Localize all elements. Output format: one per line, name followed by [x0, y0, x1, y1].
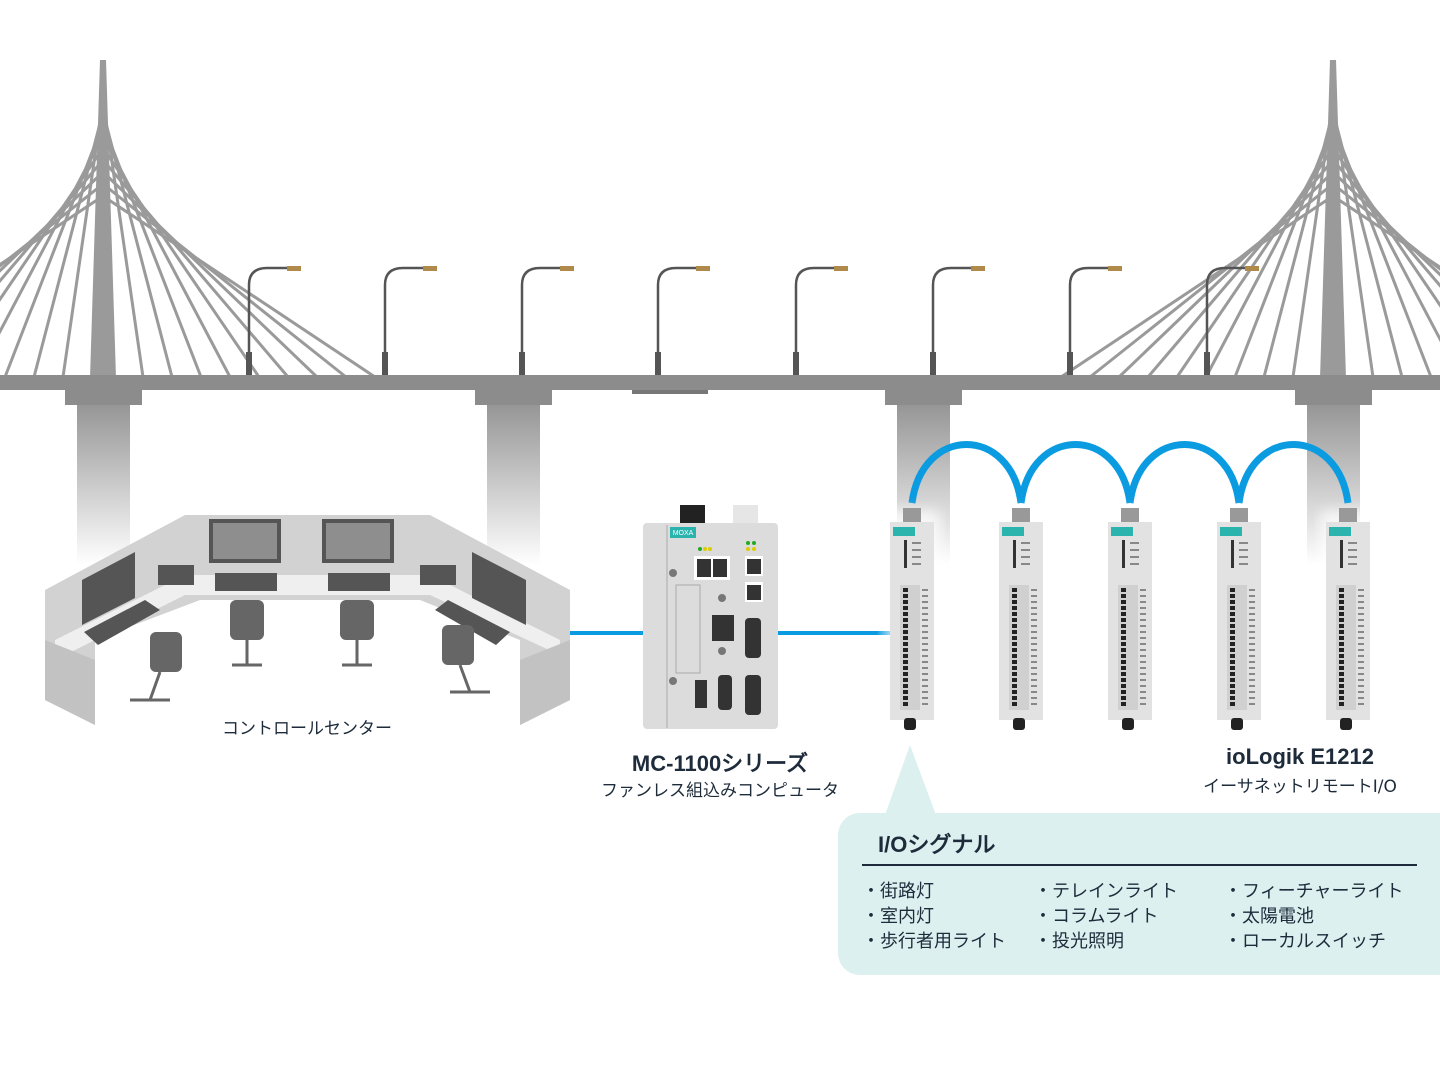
lamp-base — [382, 352, 388, 375]
cable — [1331, 170, 1440, 277]
cable — [1332, 182, 1440, 271]
signal-item: 街路灯 — [862, 879, 1006, 904]
cable — [101, 135, 232, 378]
lamp-head — [971, 266, 985, 271]
lamp-head — [696, 266, 710, 271]
io-signal-callout: I/Oシグナル 街路灯 室内灯 歩行者用ライト テレインライト コラムライト 投… — [838, 813, 1440, 975]
pier-cap — [65, 390, 142, 405]
cable — [1117, 170, 1335, 379]
bridge-deck — [0, 375, 1440, 390]
cable — [102, 182, 347, 379]
wireless-link-arc — [1126, 441, 1243, 504]
signal-column-2: テレインライト コラムライト 投光照明 — [1034, 879, 1178, 954]
signal-item: 歩行者用ライト — [862, 929, 1006, 954]
lamp-base — [655, 352, 661, 375]
bridge-towers — [90, 60, 1346, 378]
signal-item: コラムライト — [1034, 904, 1178, 929]
lamp-base — [930, 352, 936, 375]
computer-name-label: MC-1100シリーズ — [631, 751, 809, 776]
io-name-label: ioLogik E1212 — [1226, 744, 1374, 769]
pier-column — [487, 390, 540, 565]
iologik-module — [993, 508, 1049, 730]
lamp-post — [931, 266, 971, 375]
lamp-base — [246, 352, 252, 375]
cable — [0, 135, 105, 335]
computer-desc-label: ファンレス組込みコンピュータ — [601, 781, 839, 801]
lamp-post — [656, 266, 696, 375]
signal-item: 投光照明 — [1034, 929, 1178, 954]
cable — [0, 182, 104, 268]
mc-1100-computer: MOXA — [643, 505, 778, 729]
lamp-base — [1067, 352, 1073, 375]
cable — [1060, 194, 1334, 379]
io-desc-label: イーサネットリモートI/O — [1203, 777, 1397, 797]
lamp-head — [1245, 266, 1259, 271]
control-center-illustration — [45, 515, 570, 725]
signal-column-3: フィーチャーライト 太陽電池 ローカルスイッチ — [1224, 879, 1403, 954]
lamp-head — [834, 266, 848, 271]
signal-item: ローカルスイッチ — [1224, 929, 1403, 954]
cable — [1089, 182, 1334, 379]
cable — [1175, 147, 1335, 378]
cable — [1331, 159, 1440, 288]
iologik-module — [884, 508, 940, 730]
lamp-post — [247, 266, 287, 375]
iologik-modules — [884, 508, 1376, 730]
lamp-base — [793, 352, 799, 375]
pier-column — [77, 390, 130, 565]
daisy-chain-links — [908, 441, 1352, 504]
control-center-label: コントロールセンター — [222, 719, 392, 739]
cable — [0, 159, 105, 284]
cable — [101, 147, 261, 378]
cable — [101, 170, 319, 379]
pier-cap — [885, 390, 962, 405]
lamp-head — [423, 266, 437, 271]
lamp-head — [1108, 266, 1122, 271]
lamp-post — [1068, 266, 1108, 375]
cable — [1332, 194, 1440, 270]
signal-item: フィーチャーライト — [1224, 879, 1403, 904]
cable — [0, 194, 104, 267]
cable — [1204, 135, 1335, 378]
lamp-base — [1204, 352, 1210, 375]
lamp-head — [560, 266, 574, 271]
signal-column-1: 街路灯 室内灯 歩行者用ライト — [862, 879, 1006, 954]
iologik-module — [1102, 508, 1158, 730]
cable — [101, 159, 290, 378]
bridge-piers — [65, 390, 1372, 565]
wireless-link-arc — [1017, 441, 1134, 504]
pier-cap — [1295, 390, 1372, 405]
signal-item: テレインライト — [1034, 879, 1178, 904]
iologik-module — [1211, 508, 1267, 730]
wireless-link-arc — [1235, 441, 1352, 504]
callout-pointer — [885, 745, 936, 815]
bridge-cables — [0, 99, 1440, 379]
street-lamps — [246, 266, 1259, 375]
callout-divider — [862, 864, 1417, 866]
cable — [1331, 135, 1440, 343]
lamp-post — [383, 266, 423, 375]
cable — [102, 194, 376, 379]
lamp-head — [287, 266, 301, 271]
lamp-base — [519, 352, 525, 375]
lamp-post — [1205, 266, 1245, 375]
cable — [0, 147, 105, 302]
cable — [1331, 147, 1440, 308]
pier-cap — [475, 390, 552, 405]
lamp-post — [520, 266, 560, 375]
lamp-post — [794, 266, 834, 375]
signal-item: 室内灯 — [862, 904, 1006, 929]
callout-title: I/Oシグナル — [878, 832, 996, 857]
wireless-link-arc — [908, 441, 1025, 504]
signal-item: 太陽電池 — [1224, 904, 1403, 929]
moxa-logo: MOXA — [673, 530, 694, 537]
iologik-module — [1320, 508, 1376, 730]
cable — [0, 170, 105, 273]
